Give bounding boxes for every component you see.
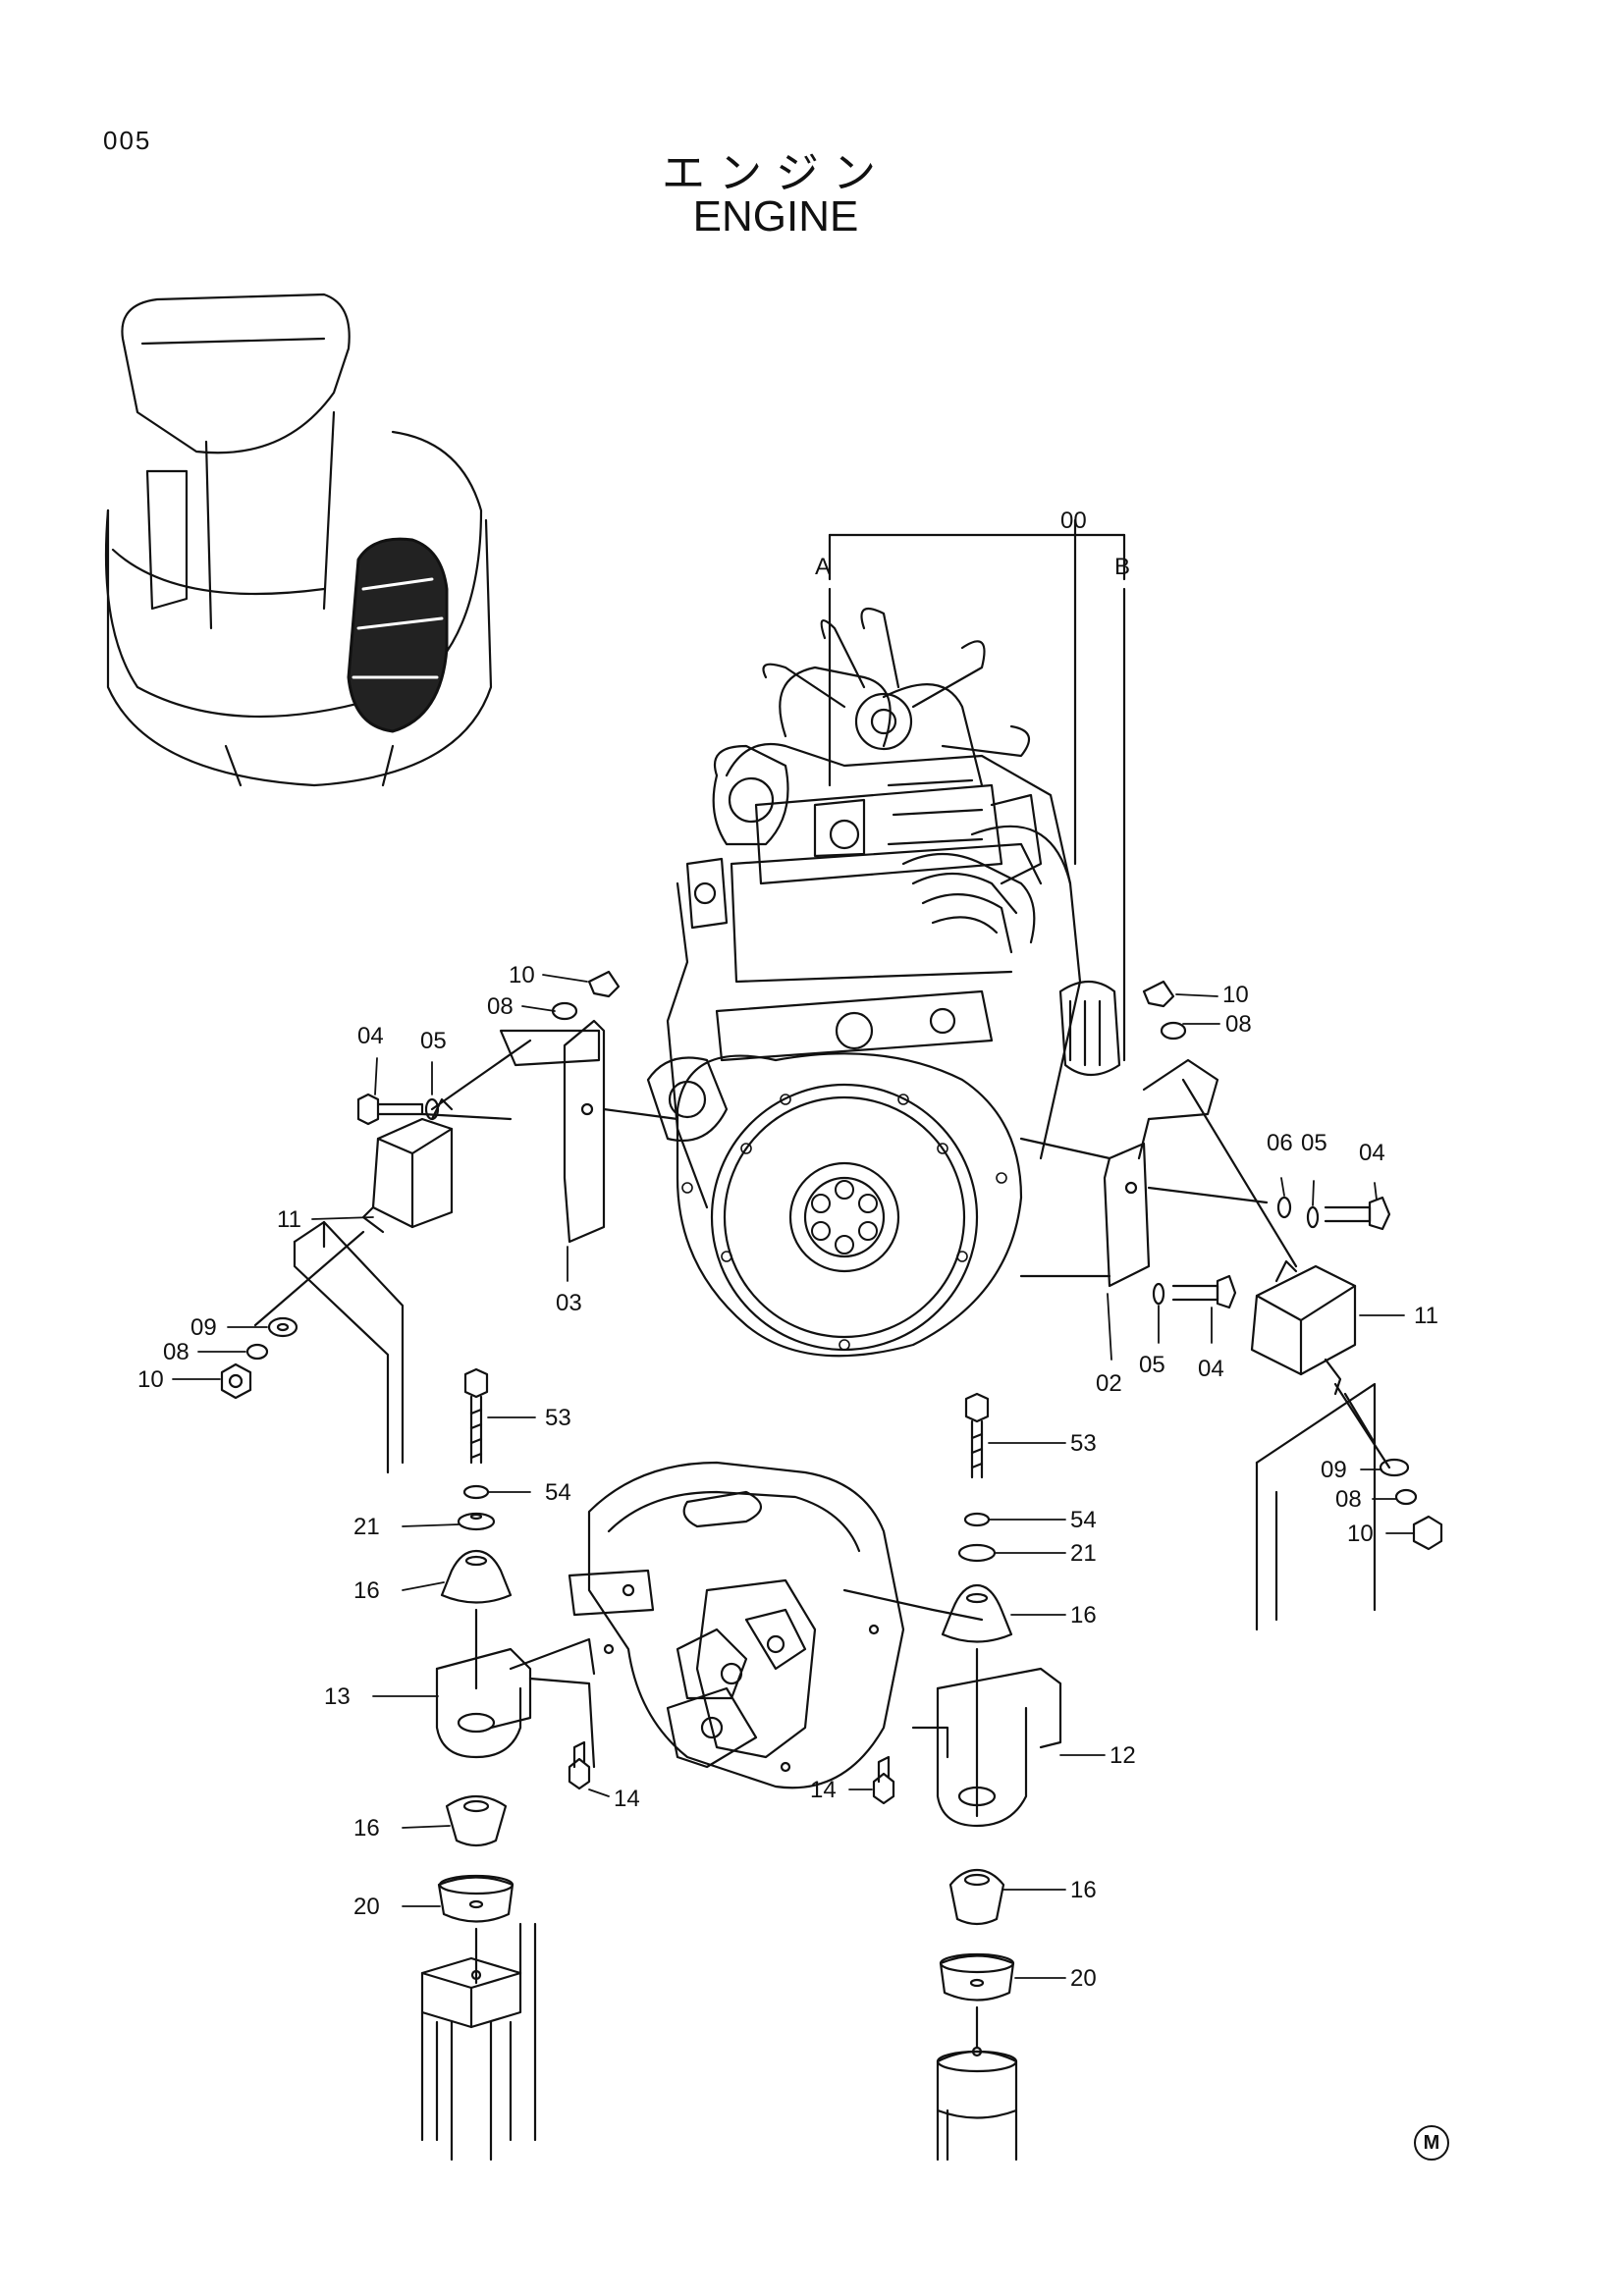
leader-lines: [172, 974, 1415, 1979]
callout-03: 03: [556, 1290, 582, 1316]
callout-08-left: 08: [487, 993, 514, 1020]
callout-10-lower-right: 10: [1347, 1521, 1374, 1547]
callout-14-left: 14: [614, 1786, 640, 1812]
callout-05-left: 05: [420, 1028, 447, 1054]
callout-53-right: 53: [1070, 1430, 1097, 1457]
left-frame-member: [293, 1220, 405, 1474]
callout-09-left: 09: [190, 1314, 217, 1341]
callout-10-right: 10: [1222, 982, 1249, 1008]
callout-04-lower-right: 04: [1198, 1356, 1224, 1382]
callout-04-right: 04: [1359, 1140, 1385, 1166]
left-rear-mount-stack: [420, 1367, 596, 2162]
right-engine-bracket: [1019, 1058, 1269, 1288]
right-mount-hardware: [1142, 980, 1391, 1309]
callout-14-right: 14: [810, 1777, 837, 1803]
callout-12: 12: [1110, 1742, 1136, 1769]
assembly-callout-lines: [828, 518, 1126, 1062]
callout-53-left: 53: [545, 1405, 571, 1431]
callout-00: 00: [1060, 507, 1087, 534]
callout-13: 13: [324, 1683, 351, 1710]
callout-06: 06: [1267, 1130, 1293, 1156]
callout-05-right: 05: [1301, 1130, 1327, 1156]
alternator: [712, 744, 789, 846]
callout-b: B: [1114, 554, 1130, 580]
callout-08-lower-left: 08: [163, 1339, 189, 1365]
machine-overview-illustration: [104, 293, 493, 787]
right-frame-member: [1255, 1382, 1377, 1631]
injection-pipes: [901, 852, 1036, 954]
callout-04-left: 04: [357, 1023, 384, 1049]
callout-16-left-upper: 16: [353, 1577, 380, 1604]
callout-20-left: 20: [353, 1894, 380, 1920]
callout-16-right-lower: 16: [1070, 1877, 1097, 1903]
callout-a: A: [815, 554, 831, 580]
right-mount-rubber: [1181, 1078, 1357, 1396]
callout-11-left: 11: [277, 1206, 301, 1233]
page-title-japanese: エンジン: [662, 148, 890, 198]
callout-21-right: 21: [1070, 1540, 1097, 1567]
engine-block: [646, 666, 1121, 1358]
manufacturer-mark: M: [1414, 2125, 1449, 2161]
right-lower-hardware: [1333, 1382, 1443, 1551]
page-title: ENGINE: [692, 192, 859, 240]
callout-08-lower-right: 08: [1335, 1486, 1362, 1513]
callout-10-left: 10: [509, 962, 535, 988]
left-lower-hardware: [220, 1230, 365, 1400]
callout-54-right: 54: [1070, 1507, 1097, 1533]
callout-16-right-upper: 16: [1070, 1602, 1097, 1629]
left-mount-rubber: [361, 1039, 532, 1234]
pump-housing: [568, 1461, 905, 1789]
callout-02: 02: [1096, 1370, 1122, 1397]
callout-10-lower-left: 10: [137, 1366, 164, 1393]
page-number: 005: [103, 126, 152, 155]
right-rear-mount-stack: [842, 1392, 1062, 2162]
left-mount-hardware: [356, 970, 621, 1126]
left-engine-bracket: [499, 1019, 679, 1244]
callout-05-lower-right: 05: [1139, 1352, 1165, 1378]
callout-11-right: 11: [1414, 1303, 1438, 1329]
callout-09-right: 09: [1321, 1457, 1347, 1483]
cooling-fan: [762, 607, 1031, 758]
callout-08-right: 08: [1225, 1011, 1252, 1038]
callout-16-left-lower: 16: [353, 1815, 380, 1842]
callout-20-right: 20: [1070, 1965, 1097, 1992]
callout-21-left: 21: [353, 1514, 380, 1540]
callout-labels: 00 A B 10 08 04 05 11 03 09 08 10 10 08 …: [137, 507, 1438, 1992]
callout-54-left: 54: [545, 1479, 571, 1506]
